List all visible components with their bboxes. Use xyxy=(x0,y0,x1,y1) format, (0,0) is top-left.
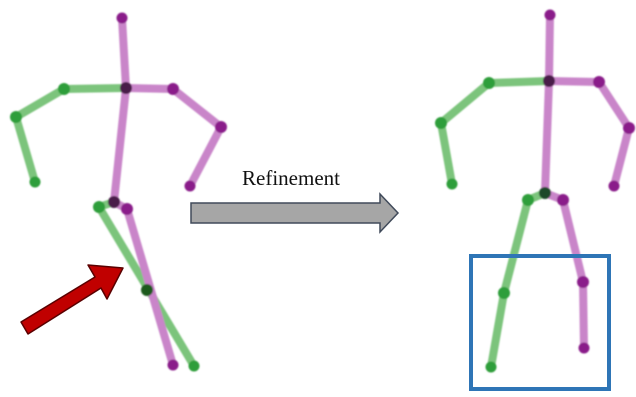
right-wrist-joint xyxy=(184,180,196,192)
left-elbow-joint xyxy=(435,117,447,129)
left-forearm-limb xyxy=(12,113,39,186)
right-shoulder-limb xyxy=(545,77,603,86)
left-elbow-joint xyxy=(10,111,22,123)
right-hip-joint xyxy=(121,203,133,215)
left-hip-joint xyxy=(93,201,105,213)
right-shoulder-joint xyxy=(167,83,179,95)
right-upper-arm-limb xyxy=(595,78,633,132)
right-ankle-joint xyxy=(167,359,179,371)
right-elbow-joint xyxy=(623,122,635,134)
right-shoulder-joint xyxy=(593,76,605,88)
left-shin-limb xyxy=(487,289,508,371)
pelvis-joint xyxy=(108,196,120,208)
right-thigh-limb xyxy=(559,196,587,286)
left-shoulder-limb xyxy=(60,84,130,93)
left-shoulder-joint xyxy=(483,77,495,89)
right-upper-arm-limb xyxy=(169,85,225,131)
crossed-knee-joint xyxy=(141,284,153,296)
skeleton-before xyxy=(10,12,227,372)
right-shoulder-limb xyxy=(122,84,177,93)
left-hip-joint xyxy=(522,194,534,206)
refinement-label: Refinement xyxy=(242,166,340,190)
right-forearm-limb xyxy=(610,124,633,190)
left-wrist-joint xyxy=(29,176,41,188)
right-wrist-joint xyxy=(608,180,620,192)
neck-joint xyxy=(120,82,132,94)
right-shin-limb xyxy=(579,278,588,352)
left-wrist-joint xyxy=(446,178,458,190)
torso-limb xyxy=(110,84,130,206)
head-joint xyxy=(544,9,556,21)
neck-joint xyxy=(543,75,555,87)
head-joint xyxy=(116,12,128,24)
pelvis-joint xyxy=(539,187,551,199)
left-knee-joint xyxy=(498,287,510,299)
right-hip-joint xyxy=(557,194,569,206)
left-shoulder-joint xyxy=(58,83,70,95)
spine-limb xyxy=(118,14,130,92)
spine-limb xyxy=(545,11,554,85)
right-forearm-limb xyxy=(186,123,225,190)
left-ankle-joint xyxy=(188,360,200,372)
left-upper-arm-limb xyxy=(437,79,493,127)
left-upper-arm-limb xyxy=(12,85,68,121)
left-ankle-joint xyxy=(485,361,497,373)
right-knee-joint xyxy=(577,276,589,288)
right-elbow-joint xyxy=(215,121,227,133)
left-thigh-limb xyxy=(500,196,532,297)
red-arrow-icon xyxy=(20,264,124,335)
refinement-arrow-icon xyxy=(190,192,400,234)
left-shoulder-limb xyxy=(485,77,553,87)
right-ankle-joint xyxy=(578,342,590,354)
skeleton-after xyxy=(435,9,635,373)
highlight-box xyxy=(469,254,611,391)
left-forearm-limb xyxy=(437,119,456,188)
torso-limb xyxy=(541,77,553,197)
